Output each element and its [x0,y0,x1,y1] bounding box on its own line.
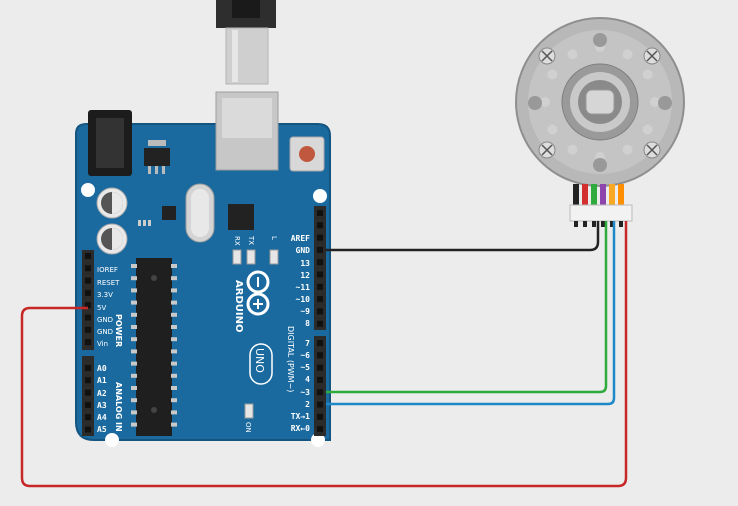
arduino-logo [246,270,270,316]
uno-badge: UNO [249,343,273,385]
arduino-brand-text: ARDUINO [233,280,244,332]
led-label-rx: RX [233,236,241,246]
pin-label-7: 7 [305,339,310,348]
wire-gnd[interactable] [326,221,600,252]
encoder-connector [569,204,633,222]
pin-label-a3: A3 [97,401,107,410]
pin-label-5v: 5V [97,304,106,312]
dc-power-jack [88,110,132,176]
pin-label-9: ~9 [300,307,310,316]
screw-icon [643,141,661,159]
digital-header-bottom [314,336,326,436]
power-section-title: POWER [114,314,123,347]
pin-label-rx0: RX←0 [291,424,310,433]
pin-label-aref: AREF [291,234,310,243]
analog-section-title: ANALOG IN [114,382,123,432]
screw-icon [538,47,556,65]
pin-label-gnd: GND [97,316,113,324]
smd-chip [162,206,176,220]
uno-model-text: UNO [253,348,266,373]
pin-label-13: 13 [300,259,310,268]
arduino-board[interactable]: RX TX L ON ARDUINO UNO DIGITAL (PWM~) P [75,91,331,447]
capacitor [96,187,128,219]
wire-5v[interactable] [20,221,628,488]
pin-label-2: 2 [305,400,310,409]
pin-label-a2: A2 [97,389,107,398]
pin-label-3: ~3 [300,388,310,397]
pin-label-vin: Vin [97,340,108,348]
screw-icon [538,141,556,159]
pin-label-ioref: IOREF [97,266,118,274]
pin-label-a5: A5 [97,425,107,434]
pin-label-5: ~5 [300,363,310,372]
pin-label-a0: A0 [97,364,107,373]
pin-label-10: ~10 [296,295,311,304]
wire-signal-b[interactable] [326,221,616,406]
usb-cable [216,0,276,85]
microcontroller-chip [131,258,177,436]
pin-label-11: ~11 [296,283,311,292]
pin-label-tx1: TX→1 [291,412,310,421]
on-led-label: ON [244,422,252,433]
crystal-oscillator [185,183,215,243]
reset-button[interactable] [289,136,325,172]
usb-port [215,91,279,171]
pin-label-12: 12 [300,271,310,280]
pin-label-6: ~6 [300,351,310,360]
screw-icon [643,47,661,65]
digital-section-title: DIGITAL (PWM~) [286,326,295,392]
pin-label-reset: RESET [97,279,120,287]
led-label-l: L [270,236,278,240]
status-leds [232,249,279,419]
header-pin-holes [85,210,323,433]
pin-label-8: 8 [305,319,310,328]
power-header [82,250,94,350]
voltage-regulator [144,140,170,174]
pin-label-gnd: GND [97,328,113,336]
pin-label-3v3: 3.3V [97,291,113,299]
pin-label-gnd-digital: GND [296,246,311,255]
wire-signal-a[interactable] [326,221,608,394]
led-label-tx: TX [247,235,255,245]
usb-controller-chip [228,204,254,230]
smd-resistors [138,220,151,226]
pin-label-a1: A1 [97,376,107,385]
pin-label-4: 4 [305,375,310,384]
pin-label-a4: A4 [97,413,107,422]
encoder-motor[interactable] [515,17,685,227]
encoder-cable [573,184,624,206]
capacitor [96,223,128,255]
